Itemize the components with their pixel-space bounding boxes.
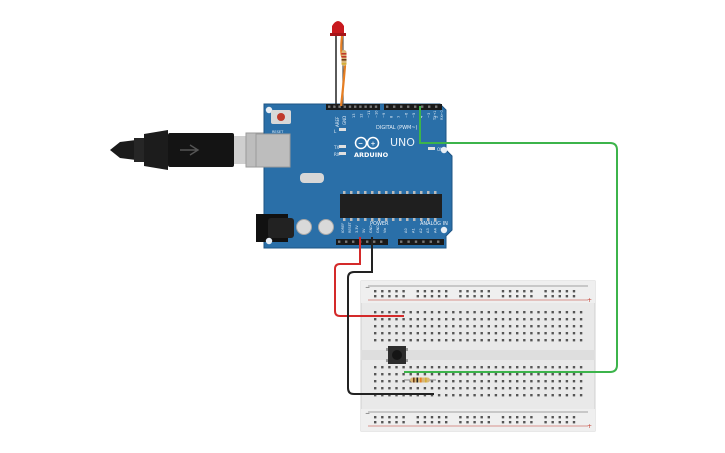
digital-pin-label: 13 — [352, 113, 356, 118]
power-pin-label: 3.3V — [355, 225, 359, 233]
power-pin-label: GND — [376, 225, 380, 233]
wire-red-5v[interactable] — [334, 237, 404, 317]
power-header[interactable] — [336, 239, 388, 245]
center-channel — [361, 350, 595, 360]
crystal — [300, 173, 324, 183]
wires — [334, 106, 618, 395]
power-pin-label: 5V — [362, 228, 366, 233]
wire-green-pin2[interactable] — [404, 106, 618, 373]
digital-pin-label: 12 — [360, 113, 364, 118]
serial-pin-label: RX←0 — [440, 110, 444, 120]
digital-pin-label: ~6 — [405, 112, 409, 118]
power-pin-label: IOREF — [341, 223, 345, 233]
push-button[interactable] — [386, 346, 408, 364]
arduino-logo: − + ARDUINO — [354, 136, 389, 159]
rail-plus-top: + — [587, 297, 592, 304]
analog-pin-label: A2 — [419, 228, 423, 233]
l-label: L — [334, 129, 337, 134]
analog-pin-label: A3 — [426, 228, 430, 233]
board-model: UNO — [390, 136, 415, 149]
rail-minus-top: − — [365, 284, 370, 291]
digital-pin-label: ~9 — [382, 112, 386, 118]
rx-label: RX — [334, 152, 340, 157]
digital-header-label: DIGITAL (PWM~) — [376, 125, 418, 131]
resistor-220[interactable] — [341, 50, 347, 66]
rail-plus-bottom: + — [587, 423, 592, 430]
led-assembly[interactable] — [330, 21, 347, 107]
rail-minus-bottom: − — [365, 410, 370, 417]
capacitor-1 — [296, 219, 312, 235]
reset-label: RESET — [272, 130, 284, 134]
analog-header-label: ANALOG IN — [420, 221, 448, 227]
digital-pin-label: 8 — [390, 115, 394, 118]
digital-pin-label: ~10 — [375, 110, 379, 118]
analog-pin-label: A0 — [404, 228, 408, 233]
digital-pin-label: ~5 — [412, 113, 416, 118]
digital-pin-label: 7 — [397, 116, 401, 118]
on-label: ON — [437, 147, 443, 152]
digital-pin-label: ~11 — [367, 110, 371, 118]
capacitor-2 — [318, 219, 334, 235]
power-pin-label: Vin — [383, 228, 387, 233]
svg-text:−: − — [358, 141, 363, 148]
digital-pin-label: 2 — [435, 116, 439, 118]
tx-label: TX — [333, 145, 339, 150]
arduino-board[interactable]: − + ARDUINO UNO DIGITAL (PWM~) AREF GND … — [255, 103, 453, 249]
board-name: ARDUINO — [354, 151, 389, 159]
digital-header[interactable] — [326, 104, 442, 110]
svg-text:+: + — [371, 141, 376, 148]
resistor-10k[interactable] — [404, 377, 436, 383]
analog-pin-label: A5 — [441, 228, 445, 233]
serial-pin-label: TX→1 — [433, 111, 437, 121]
analog-header[interactable] — [398, 239, 444, 245]
analog-pin-label: A4 — [434, 228, 438, 233]
power-pin-label: GND — [369, 225, 373, 233]
usb-port — [255, 133, 291, 168]
microcontroller-chip — [340, 194, 442, 218]
led-red[interactable] — [332, 21, 344, 35]
power-pin-label: RESET — [348, 221, 352, 233]
gnd-label: GND — [342, 116, 347, 125]
wire-black-gnd[interactable] — [347, 237, 434, 395]
digital-pin-label: 4 — [420, 115, 424, 118]
digital-pin-label: ~3 — [427, 113, 431, 118]
analog-pin-label: A1 — [411, 228, 415, 233]
power-header-label: POWER — [370, 221, 389, 227]
aref-label: AREF — [335, 116, 340, 127]
